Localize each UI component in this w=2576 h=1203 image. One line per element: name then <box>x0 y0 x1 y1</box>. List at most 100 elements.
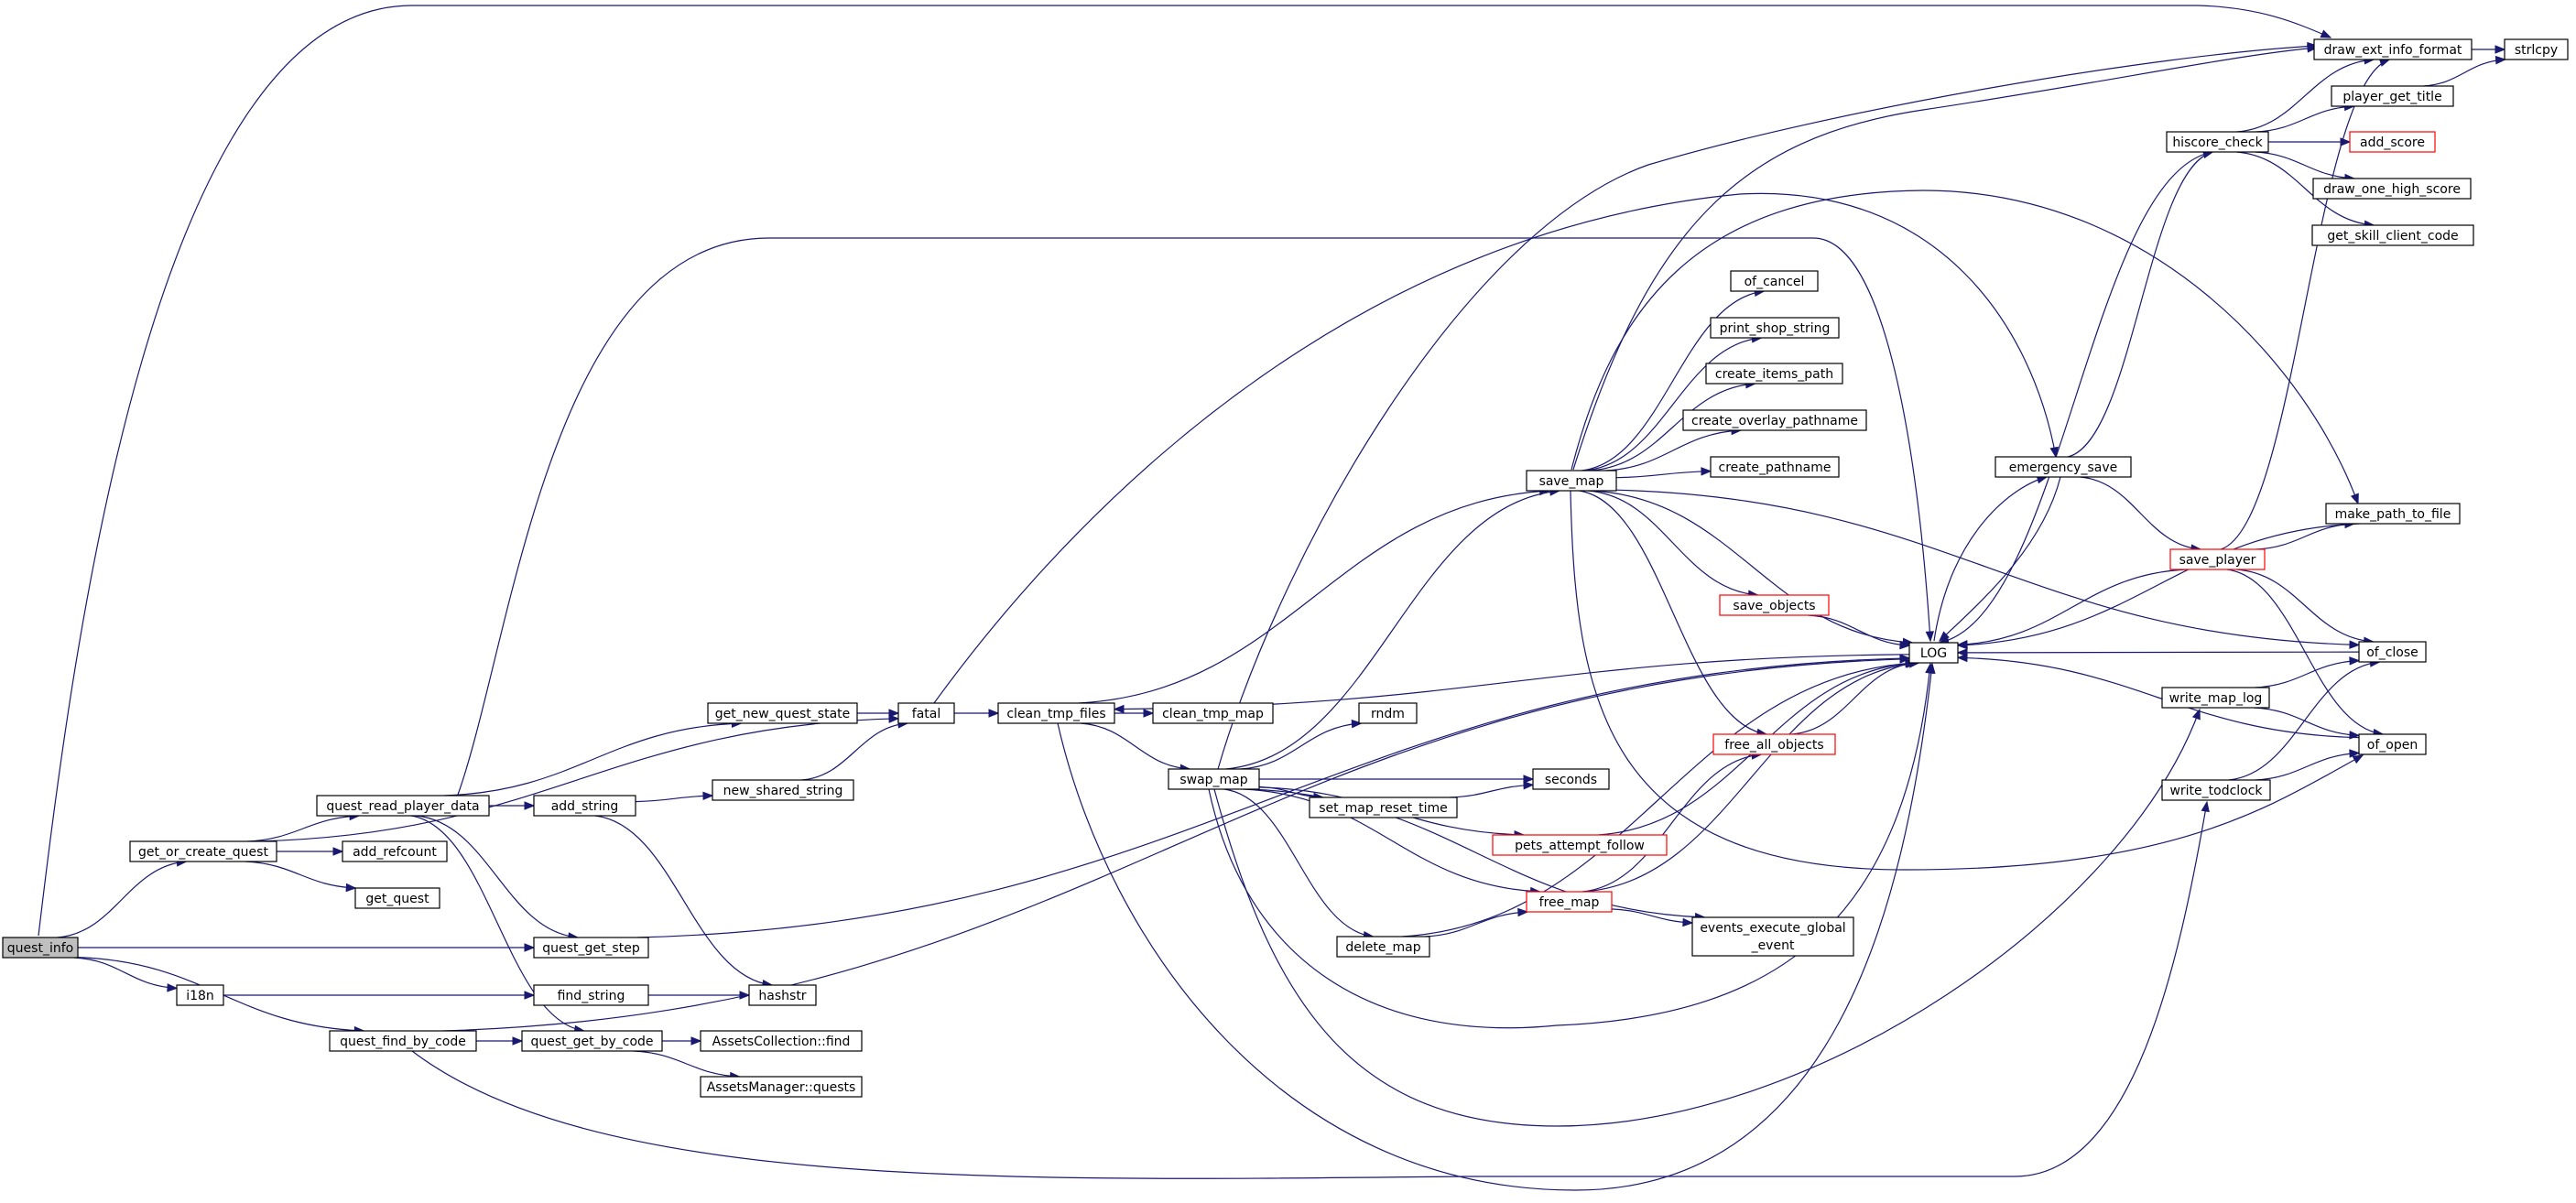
node-create-pathname[interactable]: create_pathname <box>1710 456 1840 478</box>
node-box <box>2331 85 2454 107</box>
node-get-or-create-quest[interactable]: get_or_create_quest <box>129 840 277 862</box>
node-get-quest[interactable]: get_quest <box>354 887 440 909</box>
node-label: set_map_reset_time <box>1319 801 1448 816</box>
node-LOG[interactable]: LOG <box>1908 642 1959 664</box>
node-assets-find[interactable]: AssetsCollection::find <box>700 1030 863 1052</box>
node-write-todclock[interactable]: write_todclock <box>2161 779 2271 801</box>
node-add-refcount[interactable]: add_refcount <box>342 840 448 862</box>
node-label: add_score <box>2360 135 2425 150</box>
edge-quest_read_player_data-to-get_new_quest_state <box>444 719 743 797</box>
node-quest-info[interactable]: quest_info <box>2 937 79 959</box>
node-label: find_string <box>558 989 625 1003</box>
node-label: hiscore_check <box>2172 135 2263 150</box>
node-clean-tmp-files[interactable]: clean_tmp_files <box>997 702 1115 724</box>
arrowhead <box>1899 654 1911 663</box>
node-of-close[interactable]: of_close <box>2358 641 2427 663</box>
node-box <box>1710 317 1840 339</box>
node-save-objects[interactable]: save_objects <box>1719 594 1830 616</box>
node-box <box>1705 363 1843 385</box>
node-label: get_or_create_quest <box>138 845 268 860</box>
node-draw-one-high-score[interactable]: draw_one_high_score <box>2312 178 2472 200</box>
node-pets-attempt-follow[interactable]: pets_attempt_follow <box>1492 834 1668 856</box>
node-set-map-reset-time[interactable]: set_map_reset_time <box>1309 797 1458 818</box>
node-box <box>1358 702 1418 724</box>
node-print-shop-string[interactable]: print_shop_string <box>1710 317 1840 339</box>
node-i18n[interactable]: i18n <box>176 984 224 1006</box>
node-label: quest_get_by_code <box>530 1035 653 1049</box>
node-create-items-path[interactable]: create_items_path <box>1705 363 1843 385</box>
node-hiscore-check[interactable]: hiscore_check <box>2166 131 2269 153</box>
node-of-open[interactable]: of_open <box>2358 733 2427 755</box>
edge-fatal-to-clean_tmp_files <box>954 709 1000 718</box>
node-get-new-quest-state[interactable]: get_new_quest_state <box>707 702 858 724</box>
node-fatal[interactable]: fatal <box>897 702 955 724</box>
arrowhead <box>2352 754 2364 764</box>
node-label: strlcpy <box>2515 43 2558 58</box>
node-write-map-log[interactable]: write_map_log <box>2161 687 2270 709</box>
node-box <box>1710 456 1840 478</box>
node-box <box>1526 891 1613 913</box>
node-add-score[interactable]: add_score <box>2349 131 2436 153</box>
node-label: quest_get_step <box>542 941 640 956</box>
node-label: AssetsManager::quests <box>707 1080 856 1095</box>
node-label: save_map <box>1539 474 1604 489</box>
node-box <box>1719 594 1830 616</box>
node-add-string[interactable]: add_string <box>533 795 636 817</box>
arrowhead <box>2494 55 2506 65</box>
arrowhead <box>345 883 357 893</box>
node-box <box>533 984 649 1006</box>
node-box <box>2358 733 2427 755</box>
node-hashstr[interactable]: hashstr <box>748 984 817 1006</box>
node-create-overlay-pathname[interactable]: create_overlay_pathname <box>1682 409 1867 431</box>
node-rndm[interactable]: rndm <box>1358 702 1418 724</box>
edge-save_player-to-of_close <box>2236 569 2375 645</box>
edge-save_objects-to-LOG <box>1808 614 1911 650</box>
node-label: fatal <box>912 707 940 721</box>
edge-clean_tmp_files-to-save_map <box>1078 486 1550 704</box>
node-delete-map[interactable]: delete_map <box>1336 936 1430 958</box>
node-label: add_refcount <box>353 845 437 860</box>
node-box <box>748 984 817 1006</box>
node-label: rndm <box>1371 707 1405 721</box>
node-clean-tmp-map[interactable]: clean_tmp_map <box>1152 702 1274 724</box>
edge-swap_map-to-save_map <box>1225 487 1561 770</box>
arrowhead <box>2307 44 2319 53</box>
node-seconds[interactable]: seconds <box>1532 768 1610 790</box>
node-box <box>1691 916 1854 957</box>
node-of-cancel[interactable]: of_cancel <box>1730 270 1819 292</box>
node-find-string[interactable]: find_string <box>533 984 649 1006</box>
node-draw-ext-info-format[interactable]: draw_ext_info_format <box>2313 38 2473 60</box>
node-quest-read-player-data[interactable]: quest_read_player_data <box>316 795 490 817</box>
node-swap-map[interactable]: swap_map <box>1168 768 1260 790</box>
arrowhead <box>2049 446 2059 459</box>
node-strlcpy[interactable]: strlcpy <box>2504 38 2569 60</box>
node-label: AssetsCollection::find <box>712 1035 851 1049</box>
node-label: i18n <box>186 989 214 1003</box>
node-assets-quests[interactable]: AssetsManager::quests <box>700 1076 863 1098</box>
node-get-skill-client-code[interactable]: get_skill_client_code <box>2311 224 2474 246</box>
node-quest-find-by-code[interactable]: quest_find_by_code <box>329 1030 477 1052</box>
edge-make_path_to_file-to-LOG <box>1956 523 2360 650</box>
node-emergency-save[interactable]: emergency_save <box>1994 456 2132 478</box>
node-label: LOG <box>1920 646 1947 661</box>
node-box <box>2312 178 2472 200</box>
node-save-map[interactable]: save_map <box>1526 470 1617 492</box>
arrowhead <box>512 1036 524 1046</box>
node-label: draw_one_high_score <box>2323 182 2461 197</box>
node-quest-get-by-code[interactable]: quest_get_by_code <box>521 1030 663 1052</box>
edge-player_get_title-to-strlcpy <box>2423 55 2506 87</box>
node-player-get-title[interactable]: player_get_title <box>2331 85 2454 107</box>
node-label: of_cancel <box>1745 275 1805 289</box>
node-box <box>2313 38 2473 60</box>
node-free-map[interactable]: free_map <box>1526 891 1613 913</box>
node-make-path-to-file[interactable]: make_path_to_file <box>2325 503 2461 525</box>
node-quest-get-step[interactable]: quest_get_step <box>533 937 649 959</box>
edge-save_map-to-draw_ext_info_format <box>1572 44 2319 471</box>
node-new-shared-string[interactable]: new_shared_string <box>712 779 854 801</box>
node-free-all-objects[interactable]: free_all_objects <box>1712 733 1836 755</box>
node-save-player[interactable]: save_player <box>2169 548 2266 570</box>
edge-swap_map-to-write_map_log <box>1213 708 2201 1127</box>
node-events-execute-global-event[interactable]: events_execute_global_event <box>1691 916 1854 957</box>
edge-swap_map-to-draw_ext_info_format <box>1217 41 2319 770</box>
edge-get_or_create_quest-to-fatal <box>255 714 900 842</box>
